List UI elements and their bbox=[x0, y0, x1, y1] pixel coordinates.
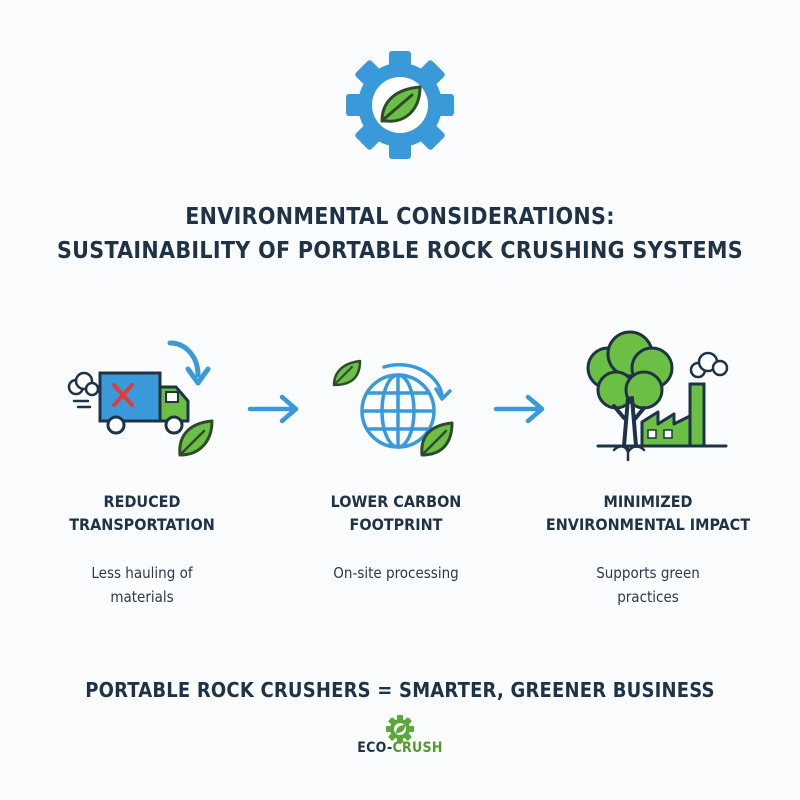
step-label-3: MINIMIZED ENVIRONMENTAL IMPACT bbox=[545, 492, 751, 534]
brand-gear-icon bbox=[386, 715, 414, 743]
step-desc-1: Less hauling of materials bbox=[91, 564, 193, 606]
tree-factory-icon bbox=[586, 330, 729, 462]
brand-name: ECO-CRUSH bbox=[357, 740, 443, 756]
arrow-right-icon bbox=[247, 394, 299, 424]
page-title: ENVIRONMENTAL CONSIDERATIONS: SUSTAINABI… bbox=[0, 200, 800, 268]
title-line-1: ENVIRONMENTAL CONSIDERATIONS: bbox=[185, 204, 615, 230]
gear-leaf-icon bbox=[346, 51, 454, 159]
title-line-2: SUSTAINABILITY OF PORTABLE ROCK CRUSHING… bbox=[56, 238, 744, 264]
step-desc-3: Supports green practices bbox=[596, 564, 700, 606]
globe-icon bbox=[332, 359, 454, 457]
step-label-1: REDUCED TRANSPORTATION bbox=[69, 492, 215, 534]
step-desc-2: On-site processing bbox=[333, 564, 459, 582]
step-label-2: LOWER CARBON FOOTPRINT bbox=[330, 492, 462, 534]
truck-icon bbox=[67, 340, 214, 457]
footer-tagline: PORTABLE ROCK CRUSHERS = SMARTER, GREENE… bbox=[85, 678, 715, 702]
arrow-right-icon bbox=[493, 394, 545, 424]
